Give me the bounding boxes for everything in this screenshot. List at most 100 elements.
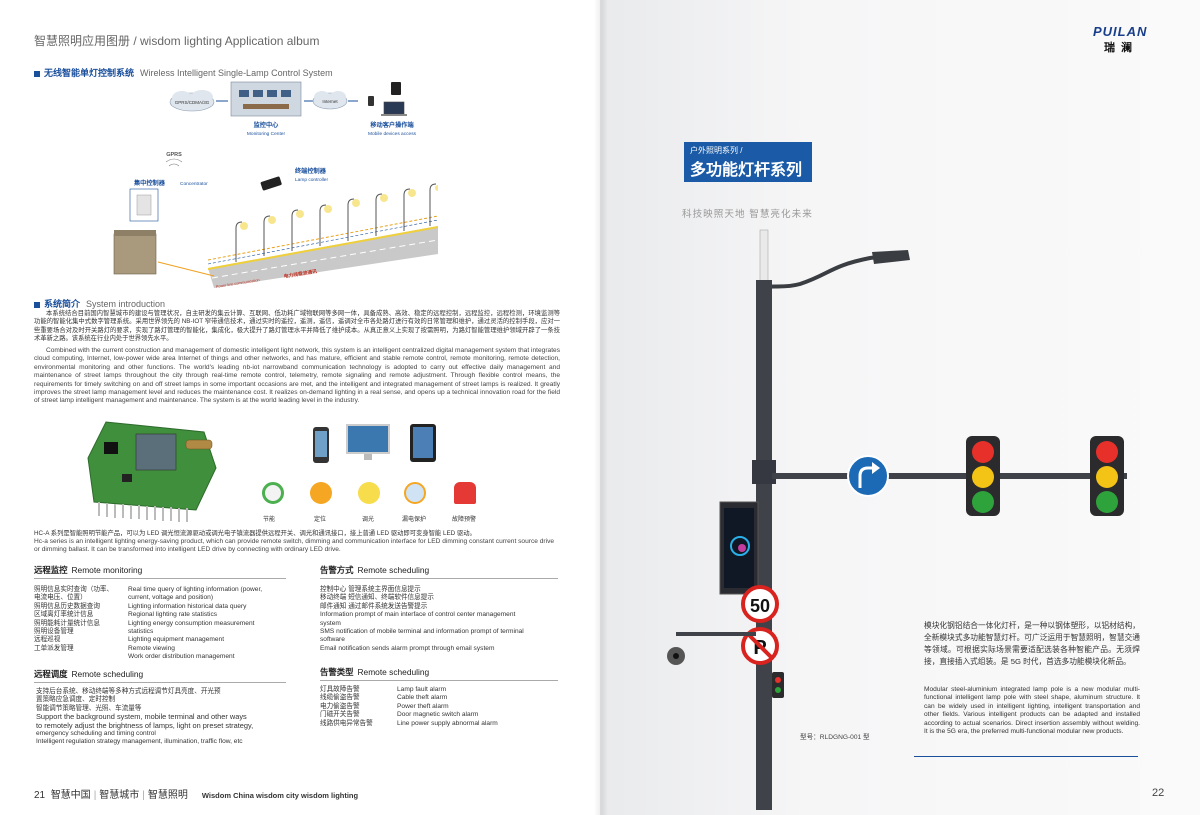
tablet-device-icon (410, 424, 436, 462)
internet-cloud-icon (312, 91, 348, 110)
list-item: 智能调节策略管理、光照、车流量等 (36, 704, 142, 712)
page-number: 21 (34, 790, 46, 801)
list-item: Lamp fault alarm (397, 686, 447, 693)
lamp-arm (762, 254, 887, 293)
signal-icon (165, 158, 183, 167)
heading-en: Remote scheduling (357, 565, 430, 575)
alarm-light-icon (454, 482, 476, 504)
intro-en-paragraph: Combined with the current construction a… (34, 347, 560, 405)
list-item: 照明设备管理 (34, 628, 74, 636)
series-subtitle: 户外照明系列 / (690, 146, 743, 155)
remote-monitoring-cn-list: 照明信息实时查询（功率、 电流电压、位置） 照明信息历史数据查询 区域离灯率统计… (34, 586, 126, 653)
album-title: 智慧照明应用图册 / wisdom lighting Application a… (34, 34, 320, 48)
heading-en: Remote scheduling (71, 669, 144, 679)
list-item: 电力偷盗告警 (320, 702, 360, 710)
mobile-access-cn: 移动客户操作端 (370, 121, 414, 129)
divider (320, 680, 558, 681)
location-icon (310, 482, 332, 504)
section2-en: System introduction (86, 299, 166, 309)
monitor-icon (346, 424, 390, 454)
list-item: 工单派发管理 (34, 644, 74, 652)
smartphone-icon (313, 427, 329, 463)
divider (914, 756, 1138, 757)
list-item: system (320, 619, 341, 627)
list-item: 线路供电异常告警 (320, 719, 373, 727)
smart-pole-illustration: 50 P (667, 229, 1127, 810)
list-item: statistics (128, 628, 154, 636)
list-item: 支持后台系统、移动终端等多种方式远程调节灯具亮度、开光预 (36, 688, 221, 695)
lamp-head-icon (872, 250, 910, 264)
puilan-logo: PUILAN (1093, 24, 1148, 39)
list-item: 邮件通知 通过邮件系统发送告警提示 (320, 602, 428, 610)
list-item: SMS notification of mobile terminal and … (320, 628, 524, 636)
feature-label: 定位 (314, 517, 327, 523)
hca-en-paragraph: Hc-a series is an intelligent lighting e… (34, 538, 555, 554)
section-heading-intro: 系统简介 System introduction (34, 297, 165, 310)
street-lamps (235, 183, 437, 262)
pole-top-sensor (759, 229, 769, 285)
phone-icon (368, 96, 374, 106)
alarm-type-en-list: Lamp fault alarm Cable theft alarm Power… (397, 686, 557, 728)
list-item: 电流电压、位置） (34, 594, 87, 602)
lamp-controller-en: Lamp controller (295, 177, 328, 183)
heading-en: Remote monitoring (71, 565, 143, 575)
list-item: 照明能耗计量统计信息 (34, 619, 100, 627)
pedestrian-light-icon (772, 672, 784, 698)
dimming-icon (358, 482, 380, 504)
list-item: current, voltage and position) (128, 594, 214, 602)
plc-en-label: Power line communication (216, 278, 260, 289)
mobile-access-en: Mobile devices access (368, 131, 417, 137)
section1-cn: 无线智能单灯控制系统 (44, 68, 135, 78)
lamp-controller-icon (260, 176, 282, 191)
monitoring-center-en: Monitoring Center (247, 131, 286, 137)
cloud-gprs-label: GPRS/CDMA/3G (175, 100, 210, 105)
tablet-icon (391, 82, 401, 95)
leakage-protection-icon (404, 482, 426, 504)
series-title-box: 户外照明系列 / 多功能灯杆系列 (684, 142, 812, 182)
list-item: Remote viewing (128, 644, 175, 652)
speed-limit-value: 50 (750, 596, 770, 616)
remote-monitoring-en-list: Real time query of lighting information … (128, 586, 290, 662)
network-diagram: GPRS/CDMA/3G Internet 监控中心 Monitoring Ce… (113, 81, 438, 289)
footer-tag: 智慧照明 (147, 790, 188, 801)
transformer-cabinet-icon (113, 233, 157, 275)
bullet-square-icon (34, 301, 40, 308)
slogan: 科技映照天地 智慧亮化未来 (682, 209, 813, 220)
heading-cn: 远程调度 (34, 669, 68, 679)
divider (34, 682, 286, 683)
list-item: 移动终端 短信通知、终端软件信息提示 (320, 594, 434, 602)
list-item: Work order distribution management (128, 653, 235, 661)
list-item: 线缆偷盗告警 (320, 694, 360, 702)
hca-cn-paragraph: HC-A 系列是智能照明节能产品，可以为 LED 调光恒流源驱动或调光电子镇流器… (34, 530, 476, 537)
monitoring-center-image (230, 81, 302, 117)
heading-cn: 告警方式 (320, 565, 354, 575)
page-number-right: 22 (1152, 787, 1165, 799)
list-item: 置策略应急调度、定时控制 (36, 696, 116, 704)
feature-label: 漏电保护 (402, 517, 427, 523)
section1-en: Wireless Intelligent Single-Lamp Control… (140, 68, 333, 78)
heading-en: Remote scheduling (357, 667, 430, 677)
heading-cn: 远程监控 (34, 565, 68, 575)
concentrator-en: Concentrator (180, 181, 208, 187)
alarm-type-cn-list: 灯具故障告警 线缆偷盗告警 电力偷盗告警 门磁开关告警 线路供电异常告警 (320, 686, 398, 728)
gprs-label: GPRS (166, 152, 182, 158)
list-item: 灯具故障告警 (320, 686, 360, 693)
divider (320, 578, 558, 579)
list-item: Lighting energy consumption measurement (128, 619, 255, 627)
series-title: 多功能灯杆系列 (690, 162, 803, 179)
internet-label: Internet (322, 99, 338, 104)
list-item: 门磁开关告警 (320, 711, 360, 719)
laptop-icon (383, 101, 405, 115)
section2-cn: 系统简介 (44, 299, 81, 309)
bullet-square-icon (34, 70, 40, 77)
list-item: Line power supply abnormal alarm (397, 719, 498, 727)
list-item: 区域离灯率统计信息 (34, 611, 94, 619)
road-image (208, 226, 438, 288)
list-item: Regional lighting rate statistics (128, 611, 218, 619)
list-item: 照明信息实时查询（功率、 (34, 586, 114, 593)
energy-saving-icon (262, 482, 284, 504)
